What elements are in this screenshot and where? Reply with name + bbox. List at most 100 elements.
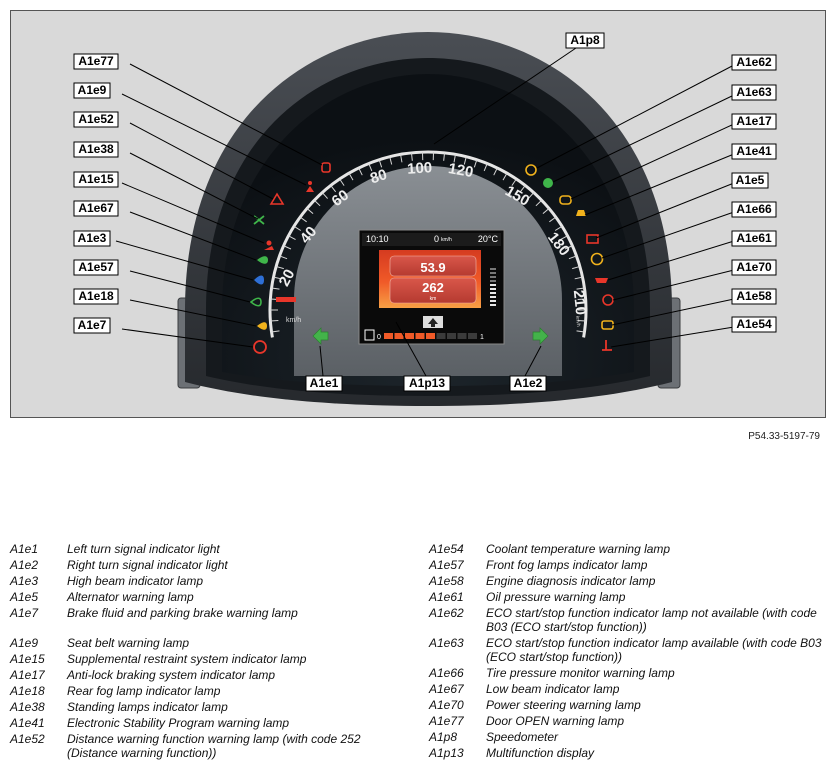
scale-label-60: 60 <box>329 187 352 211</box>
callout-a1p13: A1p13 <box>409 376 445 390</box>
scale-tick <box>443 152 446 161</box>
legend-description: Left turn signal indicator light <box>67 542 220 556</box>
scale-label-210: 210 <box>570 289 590 316</box>
scale-tick <box>577 298 586 301</box>
legend-description: Tire pressure monitor warning lamp <box>486 666 675 680</box>
legend-description: Anti-lock braking system indicator lamp <box>67 668 276 682</box>
legend-code: A1e67 <box>429 682 464 696</box>
scale-tick <box>542 208 550 214</box>
scale-tick <box>568 255 577 260</box>
callout-a1e57: A1e57 <box>78 260 114 274</box>
legend-description: ECO start/stop function indicator lamp n… <box>486 606 817 634</box>
callout-a1p8: A1p8 <box>570 33 600 47</box>
gear-segment-bars <box>384 333 477 339</box>
gear-bar <box>436 333 446 339</box>
tire-pressure-icon <box>590 252 604 266</box>
scale-tick <box>527 192 535 199</box>
instrument-cluster-figure: 20 40 60 80 100 120 150 180 210 km/h km/… <box>10 10 826 418</box>
legend-code: A1e2 <box>10 558 39 572</box>
gear-bar <box>415 333 425 339</box>
legend-code: A1e52 <box>10 732 45 746</box>
door-open-icon <box>321 162 331 173</box>
legend-code: A1e61 <box>429 590 464 604</box>
callout-a1e38: A1e38 <box>78 142 114 156</box>
callout-a1e17: A1e17 <box>736 114 772 128</box>
legend-row: A1e7 Brake fluid and parking brake warnin… <box>10 606 410 620</box>
scale-tick <box>330 185 337 193</box>
right-turn-signal-icon <box>532 327 549 345</box>
fuel-pump-icon <box>364 329 375 341</box>
scale-tick <box>502 172 508 181</box>
scale-tick <box>271 330 280 333</box>
scale-tick <box>293 225 302 231</box>
rear-fog-icon <box>257 322 267 330</box>
multifunction-display: 10:10 0 km/h 20°C 53.9 262 km 0 1 <box>358 229 505 345</box>
shift-up-arrow-icon <box>428 318 438 327</box>
callout-a1e3: A1e3 <box>78 231 107 245</box>
legend-description: Supplemental restraint system indicator … <box>67 652 307 666</box>
legend-description: Low beam indicator lamp <box>486 682 620 696</box>
legend-description: Speedometer <box>486 730 559 744</box>
scale-tick <box>378 159 383 168</box>
scale-tick <box>554 225 563 231</box>
scale-tick <box>400 154 403 163</box>
scale-tick <box>577 319 586 322</box>
scale-label-80: 80 <box>368 166 389 187</box>
legend-description: Engine diagnosis indicator lamp <box>486 574 656 588</box>
legend-code: A1e7 <box>10 606 39 620</box>
figure-reference: P54.33-5197-79 <box>748 431 820 442</box>
fuel-bar <box>490 284 496 286</box>
unit-label-left: km/h <box>286 317 301 324</box>
callout-a1e2: A1e2 <box>514 376 543 390</box>
legend-row: A1e2 Right turn signal indicator light <box>10 558 410 572</box>
scale-tick <box>576 330 585 333</box>
scale-tick <box>576 287 585 290</box>
legend-description: Brake fluid and parking brake warning la… <box>67 606 298 620</box>
seat-belt-icon <box>308 181 312 185</box>
gear-indicator-right: 1 <box>480 334 484 341</box>
callout-a1e1: A1e1 <box>310 376 339 390</box>
legend-code: A1e18 <box>10 684 45 698</box>
display-speed-unit: km/h <box>441 237 452 243</box>
scale-tick <box>271 287 280 290</box>
legend-row: A1e67 Low beam indicator lamp <box>429 682 829 696</box>
eco-available-icon <box>543 178 553 188</box>
legend-row: A1e63 ECO start/stop function indicator l… <box>429 636 829 664</box>
callout-a1e5: A1e5 <box>736 173 765 187</box>
legend-code: A1e63 <box>429 636 464 650</box>
legend-code: A1p8 <box>429 730 458 744</box>
legend-description: ECO start/stop function indicator lamp a… <box>486 636 822 664</box>
legend-code: A1p13 <box>429 746 464 760</box>
leader-lines <box>115 47 735 377</box>
display-speed: 0 <box>434 234 439 244</box>
esp-icon <box>576 210 586 216</box>
scale-tick <box>410 152 413 161</box>
scale-tick <box>560 235 568 241</box>
fuel-bar <box>490 296 496 298</box>
legend-description: Door OPEN warning lamp <box>486 714 625 728</box>
scale-tick <box>453 154 456 163</box>
distance-warning-icon <box>269 192 285 205</box>
scale-tick <box>339 178 345 186</box>
gear-bar <box>384 333 393 339</box>
legend-description: Coolant temperature warning lamp <box>486 542 671 556</box>
legend-description: Right turn signal indicator light <box>67 558 228 572</box>
legend-row: A1p8 Speedometer <box>429 730 829 744</box>
coolant-temp-icon <box>602 340 612 351</box>
legend-description: Front fog lamps indicator lamp <box>486 558 648 572</box>
display-value-2: 262 <box>422 280 444 295</box>
scale-tick <box>549 216 557 223</box>
scale-tick <box>511 178 517 186</box>
speedometer-scale <box>268 150 588 338</box>
